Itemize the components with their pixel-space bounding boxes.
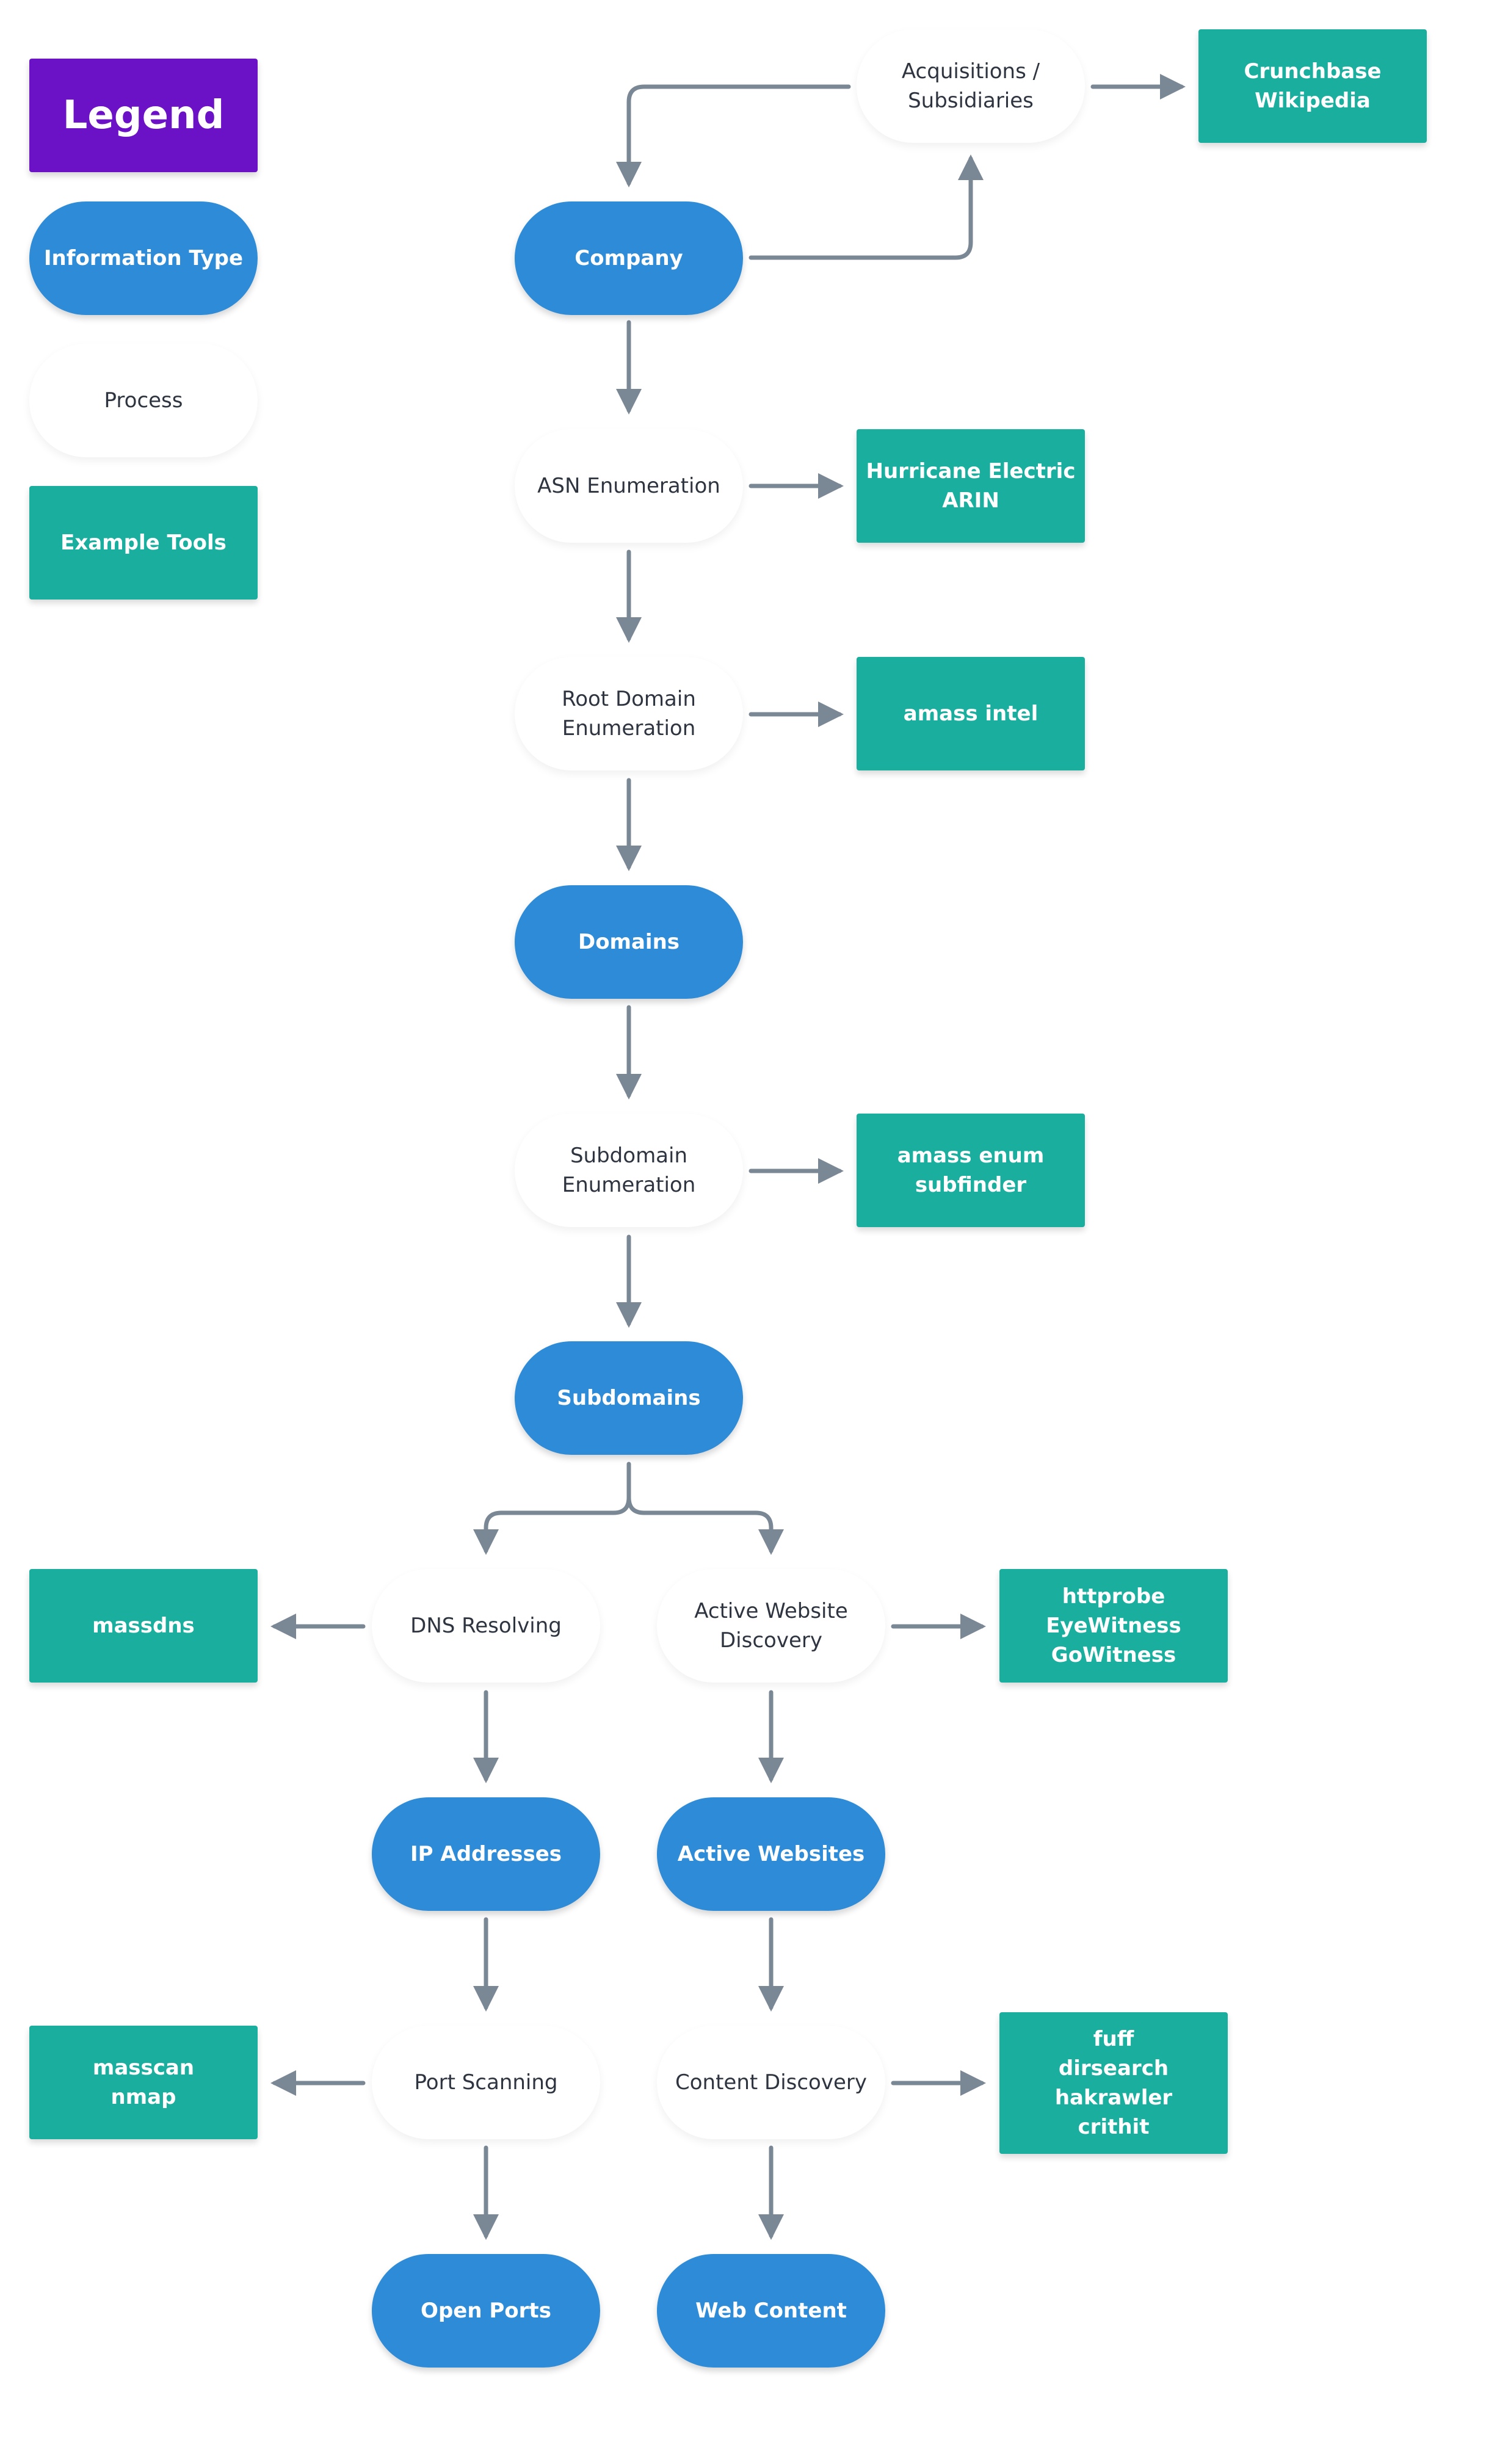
legend-title: Legend (29, 59, 258, 172)
edge-subdomains-to-active-discovery (626, 1495, 784, 1555)
info-web-content: Web Content (657, 2254, 885, 2368)
tools-subdomain: amass enum subfinder (857, 1114, 1085, 1227)
tools-port-scanning: masscan nmap (29, 2026, 258, 2139)
tools-asn: Hurricane Electric ARIN (857, 429, 1085, 543)
tools-active-website: httprobe EyeWitness GoWitness (999, 1569, 1228, 1683)
legend-process: Process (29, 344, 258, 457)
info-open-ports: Open Ports (372, 2254, 600, 2368)
info-domains: Domains (515, 885, 743, 999)
info-ip-addresses: IP Addresses (372, 1797, 600, 1911)
legend-example-tools: Example Tools (29, 486, 258, 600)
process-port-scanning: Port Scanning (372, 2026, 600, 2139)
info-active-websites: Active Websites (657, 1797, 885, 1911)
process-content-discovery: Content Discovery (657, 2026, 885, 2139)
legend-information-type: Information Type (29, 201, 258, 315)
tools-dns: massdns (29, 1569, 258, 1683)
process-subdomain-enumeration: Subdomain Enumeration (515, 1114, 743, 1227)
process-acquisitions: Acquisitions / Subsidiaries (857, 29, 1085, 143)
edge-subdomains-to-dns (473, 1462, 631, 1555)
tools-root-domain: amass intel (857, 657, 1085, 770)
process-active-website-discovery: Active Website Discovery (657, 1569, 885, 1683)
edge-company-to-acquisitions (748, 154, 984, 260)
process-dns-resolving: DNS Resolving (372, 1569, 600, 1683)
info-subdomains: Subdomains (515, 1341, 743, 1455)
tools-content-discovery: fuff dirsearch hakrawler crithit (999, 2012, 1228, 2154)
edge-acquisitions-to-company (616, 84, 851, 187)
tools-acquisitions: Crunchbase Wikipedia (1198, 29, 1427, 143)
info-company: Company (515, 201, 743, 315)
process-root-domain-enumeration: Root Domain Enumeration (515, 657, 743, 770)
process-asn-enumeration: ASN Enumeration (515, 429, 743, 543)
